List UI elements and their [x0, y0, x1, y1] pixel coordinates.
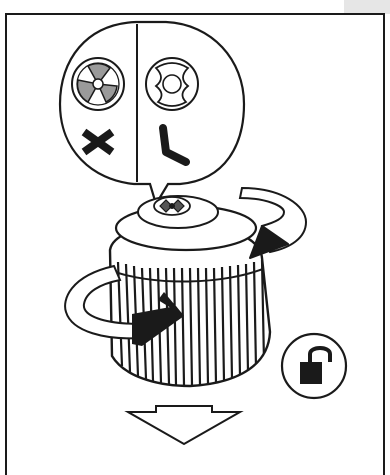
chuck-illustration — [0, 0, 390, 462]
jaws-wrong-icon — [72, 58, 124, 110]
callout-bubble — [60, 22, 244, 204]
down-arrow-icon — [128, 406, 240, 444]
jaws-right-icon — [146, 58, 198, 110]
chuck-top — [116, 196, 256, 250]
unlock-icon — [282, 334, 346, 398]
